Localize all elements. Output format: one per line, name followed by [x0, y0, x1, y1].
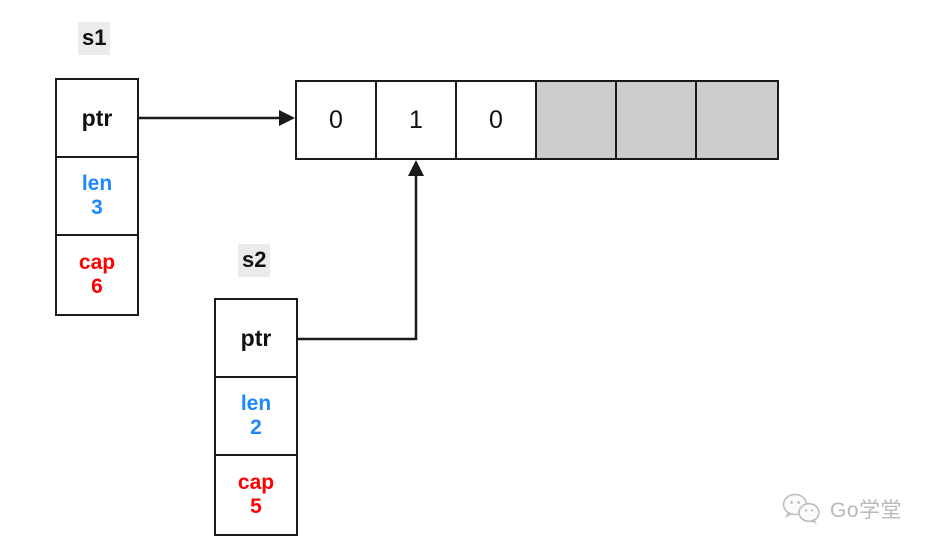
s2-struct: ptr len 2 cap 5 [214, 298, 298, 536]
s2-ptr-cell: ptr [216, 300, 296, 378]
array-cell-3 [537, 82, 617, 158]
s2-label: s2 [238, 244, 271, 277]
s1-cap-value: 6 [91, 275, 103, 298]
s1-ptr-arrow [139, 110, 295, 126]
s1-ptr-label: ptr [81, 104, 113, 131]
s2-len-cell: len 2 [216, 378, 296, 456]
s1-ptr-cell: ptr [57, 80, 137, 158]
s1-len-label: len [81, 171, 113, 195]
watermark: Go学堂 [781, 492, 902, 526]
s2-len-value: 2 [250, 416, 262, 439]
array-cell-4 [617, 82, 697, 158]
s1-cap-cell: cap 6 [57, 236, 137, 314]
s1-len-value: 3 [91, 196, 103, 219]
wechat-bubbles-icon [782, 493, 820, 524]
s1-cap-label: cap [78, 250, 116, 274]
array-cell-1: 1 [377, 82, 457, 158]
s2-ptr-arrow [298, 160, 424, 341]
array-cell-5 [697, 82, 777, 158]
backing-array: 0 1 0 [295, 80, 779, 160]
watermark-text: Go学堂 [830, 499, 903, 522]
array-cell-2: 0 [457, 82, 537, 158]
s2-cap-label: cap [237, 470, 275, 494]
s2-len-label: len [240, 391, 272, 415]
s1-label: s1 [78, 22, 111, 55]
array-cell-0: 0 [297, 82, 377, 158]
s2-cap-value: 5 [250, 495, 262, 518]
s2-ptr-label: ptr [240, 324, 272, 351]
s1-struct: ptr len 3 cap 6 [55, 78, 139, 316]
s2-cap-cell: cap 5 [216, 456, 296, 534]
s1-len-cell: len 3 [57, 158, 137, 236]
